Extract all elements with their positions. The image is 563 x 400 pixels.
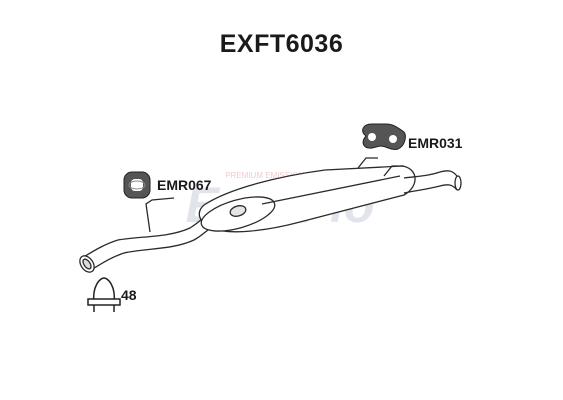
rubber-mount-icon bbox=[123, 171, 151, 199]
exhaust-silencer-diagram bbox=[79, 157, 462, 273]
u-bolt-clamp-icon bbox=[87, 277, 121, 312]
part-label-clamp: 48 bbox=[121, 287, 137, 303]
watermark-tagline: PREMIUM EMISSION SYSTEMS bbox=[225, 171, 345, 180]
part-label-emr031: EMR031 bbox=[408, 135, 463, 151]
rubber-hanger-icon bbox=[362, 123, 406, 150]
part-number-title: EXFT6036 bbox=[219, 30, 344, 58]
part-label-emr067: EMR067 bbox=[157, 177, 212, 193]
